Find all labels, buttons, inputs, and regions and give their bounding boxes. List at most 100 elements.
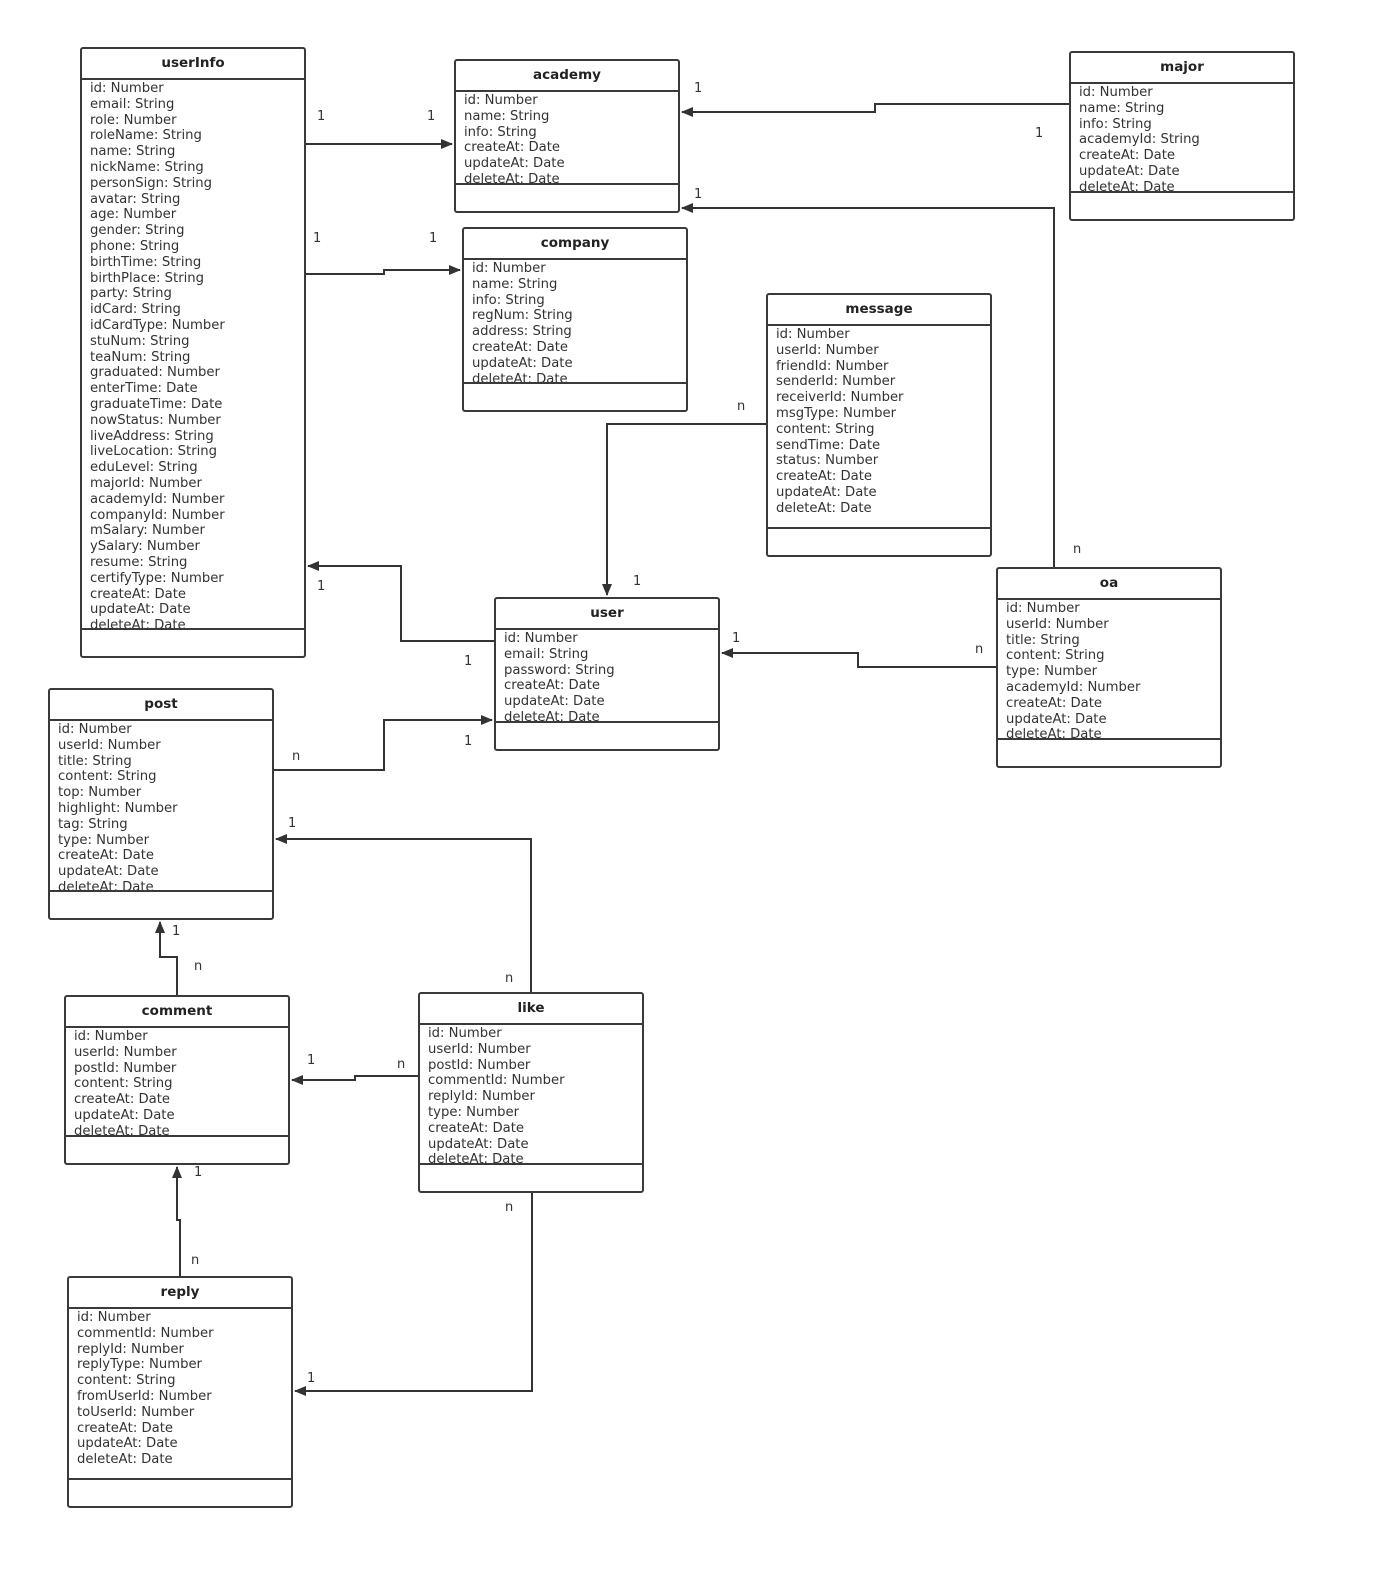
entity-title: oa [998,569,1220,600]
entity-attribute: updateAt: Date [58,864,159,880]
entity-attribute: replyId: Number [428,1089,535,1105]
entity-operations [1071,191,1293,219]
entity-attribute: top: Number [58,785,142,801]
multiplicity-label: n [505,1200,514,1215]
multiplicity-label: n [194,959,203,974]
entity-attribute: id: Number [77,1310,151,1325]
entity-attribute: type: Number [58,832,150,848]
multiplicity-label: 1 [694,187,703,202]
relationship-oa-user [721,648,996,668]
relationship-comment-post [155,921,178,995]
entity-operations [66,1135,288,1163]
relationship-user-userInfo [307,561,494,642]
entity-attribute: content: String [77,1373,176,1389]
entity-attribute: replyType: Number [77,1357,202,1373]
entity-attribute: deleteAt: Date [77,1452,173,1468]
entity-attribute: id: Number [74,1029,148,1044]
entity-attribute: majorId: Number [90,475,202,491]
entity-attribute: createAt: Date [504,678,600,694]
multiplicity-label: n [505,971,514,986]
entity-attribute: idCard: String [90,302,181,318]
multiplicity-label: 1 [317,579,326,594]
multiplicity-label: 1 [429,231,438,246]
entity-attribute: info: String [1079,116,1152,132]
entity-attribute: receiverId: Number [776,390,904,406]
entity-attribute: id: Number [90,81,164,96]
entity-attribute: roleName: String [90,128,202,144]
entity-attribute: id: Number [1006,601,1080,616]
entity-attribute: id: Number [464,93,538,108]
entity-attribute: password: String [504,662,615,678]
multiplicity-label: 1 [732,631,741,646]
entity-attribute: userId: Number [1006,616,1109,632]
entity-attribute: commentId: Number [77,1325,214,1341]
entity-attribute: tag: String [58,816,128,832]
entity-attribute: ySalary: Number [90,539,200,555]
entity-attribute: id: Number [472,261,546,276]
relationship-userInfo-company [306,265,461,275]
multiplicity-label: 1 [313,231,322,246]
relationship-message-user [602,423,766,596]
multiplicity-label: n [292,749,301,764]
multiplicity-label: 1 [633,574,642,589]
entity-attribute: info: String [464,124,537,140]
entity-attribute: name: String [472,276,558,292]
entity-attribute: email: String [90,96,175,112]
entity-attribute: fromUserId: Number [77,1388,212,1404]
entity-attribute: academyId: Number [1006,679,1141,695]
entity-attribute: createAt: Date [472,339,568,355]
entity-attribute: name: String [464,108,550,124]
entity-attribute: sendTime: Date [776,437,881,453]
entity-attribute: email: String [504,646,589,662]
entity-attribute: updateAt: Date [472,355,573,371]
entity-attribute: updateAt: Date [1079,163,1180,179]
entity-operations [420,1163,642,1191]
entity-title: user [496,599,718,630]
entity-attribute: phone: String [90,238,180,254]
entity-attribute: id: Number [504,631,578,646]
entity-attribute: resume: String [90,554,188,570]
entity-attribute: party: String [90,286,172,302]
entity-attribute: content: String [776,421,875,437]
entity-attribute: nowStatus: Number [90,412,221,428]
multiplicity-label: n [975,642,984,657]
entity-operations [998,738,1220,766]
multiplicity-label: n [191,1253,200,1268]
entity-attribute: eduLevel: String [90,460,198,476]
entity-title: post [50,690,272,721]
entity-attribute: postId: Number [428,1057,531,1073]
entity-attribute: id: Number [58,722,132,737]
entity-attribute: certifyType: Number [90,570,224,586]
entity-attribute: name: String [1079,100,1165,116]
entity-operations [464,382,686,410]
entity-operations [768,527,990,555]
multiplicity-label: n [397,1057,406,1072]
multiplicity-label: 1 [1035,126,1044,141]
entity-attribute: name: String [90,144,176,160]
entity-title: userInfo [82,49,304,80]
entity-attribute: id: Number [776,327,850,342]
entity-attribute: updateAt: Date [776,484,877,500]
entity-attribute: createAt: Date [428,1120,524,1136]
relationship-like-reply [294,1193,533,1396]
